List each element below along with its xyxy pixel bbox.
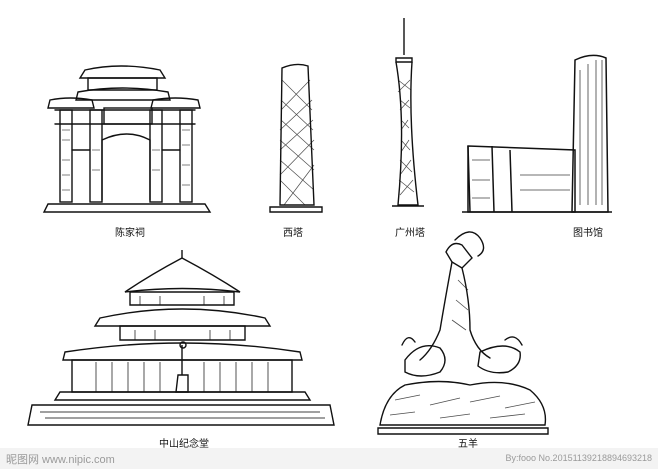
- caption-sun-yat-sen-memorial-hall: 中山纪念堂: [159, 439, 209, 450]
- caption-canton-tower: 广州塔: [395, 228, 425, 239]
- watermark-bar: [0, 448, 658, 469]
- caption-west-tower: 西塔: [283, 228, 303, 239]
- caption-five-rams: 五羊: [458, 439, 478, 450]
- watermark-site: 昵图网 www.nipic.com: [6, 454, 115, 466]
- watermark-credit: By:fooo No.20151139218894693218: [505, 453, 652, 463]
- caption-chen-clan-hall: 陈家祠: [115, 228, 145, 239]
- caption-library: 图书馆: [573, 228, 603, 239]
